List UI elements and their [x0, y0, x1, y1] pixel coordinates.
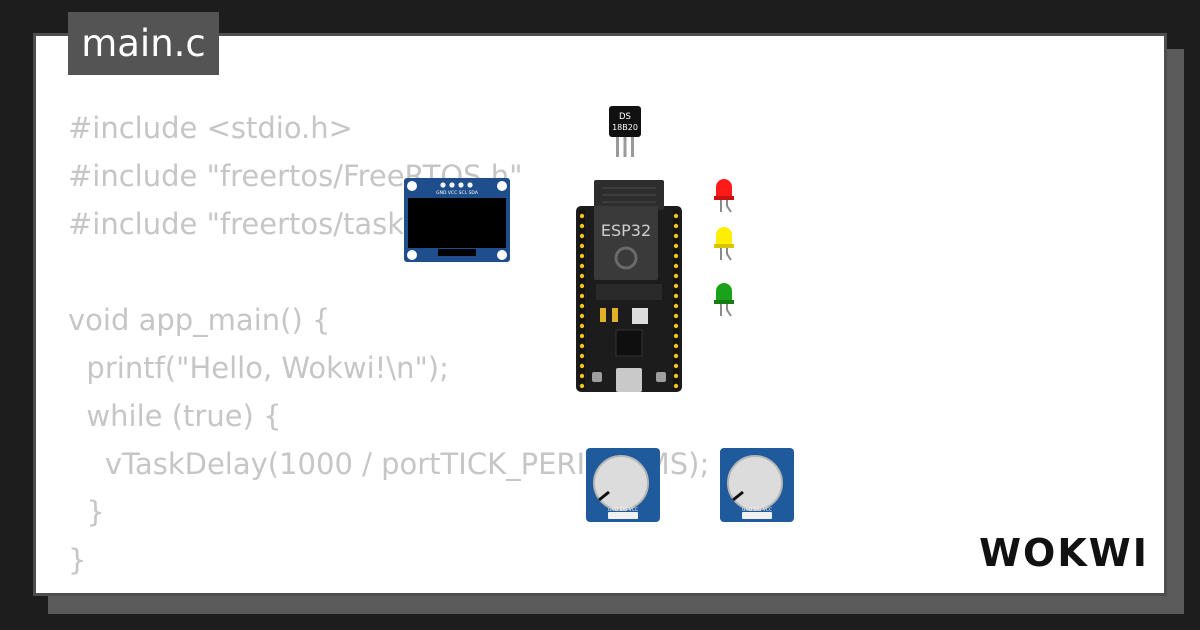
potentiometer-1[interactable]: GND SIG VCC: [586, 448, 660, 522]
pot-knob[interactable]: [727, 455, 783, 511]
chip-strip: [596, 284, 662, 300]
espressif-logo-icon: [614, 246, 638, 270]
led-lens: [716, 227, 732, 244]
capacitor: [600, 308, 606, 322]
sensor-body: [609, 106, 641, 137]
oled-pin-labels: GND VCC SCL SDA: [436, 190, 479, 196]
esp32-board[interactable]: ESP32: [576, 180, 682, 396]
esp-module: [594, 206, 658, 280]
logo-text: WOKWI: [979, 531, 1149, 575]
pot-indicator: [732, 490, 744, 502]
oled-pin: [449, 182, 455, 188]
oled-display[interactable]: GND VCC SCL SDA: [404, 178, 510, 262]
led-leads: [720, 304, 732, 317]
oled-pin: [467, 182, 473, 188]
led-leads: [720, 200, 732, 213]
pot-pins: [608, 512, 638, 519]
pot-pins: [742, 512, 772, 519]
code-line: #include "freertos/FreeRTOS.h": [68, 159, 523, 193]
mount-hole: [497, 250, 507, 260]
file-tab[interactable]: main.c: [68, 12, 219, 75]
mount-hole: [497, 181, 507, 191]
code-line: printf("Hello, Wokwi!\n");: [68, 351, 449, 385]
wokwi-logo: WOKWI: [979, 531, 1149, 575]
sensor-lead: [631, 137, 634, 157]
usb-port[interactable]: [616, 368, 642, 392]
usb-chip: [615, 329, 643, 357]
mount-hole: [407, 181, 417, 191]
pot-indicator: [598, 490, 610, 502]
mount-hole: [407, 250, 417, 260]
code-line: while (true) {: [68, 399, 282, 433]
led-red[interactable]: [712, 178, 736, 214]
right-pin-header: [673, 210, 679, 390]
oled-pin: [458, 182, 464, 188]
pot-pin-labels: GND SIG VCC: [742, 507, 772, 513]
reset-button[interactable]: [656, 372, 666, 382]
led-lens: [716, 283, 732, 300]
sensor-label-line1: DS: [619, 112, 631, 122]
boot-button[interactable]: [592, 372, 602, 382]
code-line: }: [68, 495, 105, 529]
potentiometer-2[interactable]: GND SIG VCC: [720, 448, 794, 522]
oled-screen: [408, 198, 506, 248]
sensor-lead: [616, 137, 619, 157]
oled-pin: [440, 182, 446, 188]
sensor-lead: [623, 137, 627, 157]
regulator: [632, 308, 648, 324]
pot-knob[interactable]: [593, 455, 649, 511]
left-pin-header: [579, 210, 585, 390]
antenna-trace: [602, 187, 656, 203]
led-leads: [720, 248, 732, 261]
board-label: ESP32: [601, 221, 651, 240]
led-lens: [716, 179, 732, 196]
led-base: [714, 300, 734, 304]
oled-ribbon: [438, 249, 476, 256]
led-yellow[interactable]: [712, 226, 736, 262]
capacitor: [612, 308, 618, 322]
code-line: void app_main() {: [68, 303, 331, 337]
led-base: [714, 244, 734, 248]
pot-pin-labels: GND SIG VCC: [608, 507, 638, 513]
led-base: [714, 196, 734, 200]
temperature-sensor[interactable]: DS 18B20: [608, 106, 642, 158]
sensor-label-line2: 18B20: [612, 123, 638, 132]
code-line: }: [68, 543, 87, 577]
led-green[interactable]: [712, 282, 736, 318]
code-line: #include <stdio.h>: [68, 111, 353, 145]
